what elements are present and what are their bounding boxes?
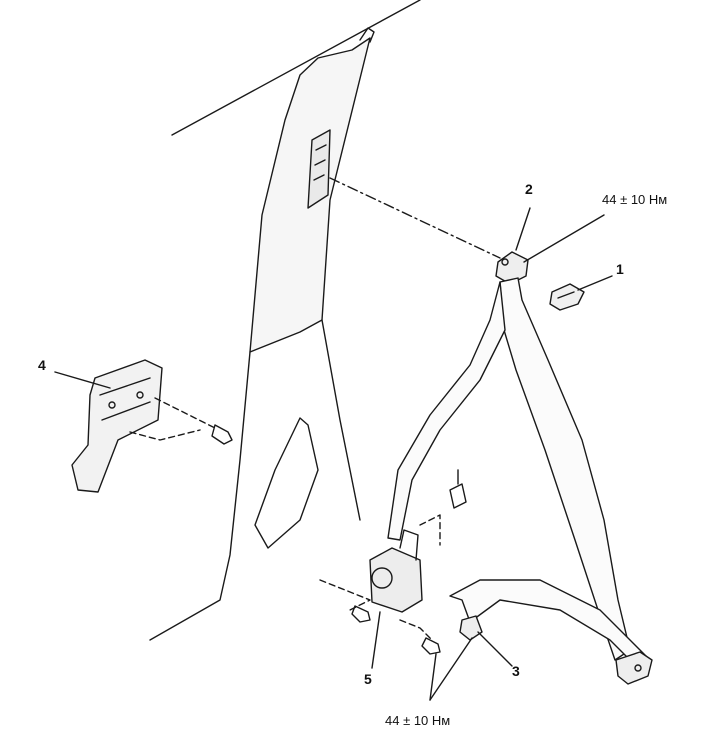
belt-end-plate: [615, 651, 653, 685]
leader-4: [54, 371, 111, 389]
lower-pillar: [149, 351, 251, 641]
lower-anchor: [459, 615, 483, 641]
retractor-bolt-lower: [421, 637, 441, 655]
leader-2: [515, 207, 531, 251]
leader-torque-upper: [523, 214, 605, 263]
leader-torque-lower-b: [429, 653, 437, 701]
callout-4: 4: [38, 357, 46, 373]
leader-5: [371, 611, 381, 669]
bracket-bolt: [211, 424, 233, 445]
roof-line: [171, 0, 421, 136]
leader-1: [577, 275, 613, 291]
pillar-cutout: [254, 417, 319, 549]
callout-2: 2: [525, 181, 533, 197]
shoulder-belt: [387, 281, 506, 541]
retractor-bolt-upper: [351, 605, 371, 623]
torque-lower-anchor: 44 ± 10 Нм: [385, 713, 451, 728]
height-adjuster-slot: [307, 129, 331, 209]
callout-5: 5: [364, 671, 372, 687]
upper-anchor: [495, 251, 529, 285]
retractor: [369, 547, 423, 613]
callout-1: 1: [616, 261, 624, 277]
torque-upper-anchor: 44 ± 10 Нм: [602, 192, 668, 207]
leader-torque-lower-a: [429, 637, 473, 701]
anchor-cover: [549, 283, 585, 311]
leader-3: [477, 631, 513, 667]
callout-3: 3: [512, 663, 520, 679]
anchor-alignment-line: [329, 177, 501, 259]
retractor-bracket: [71, 359, 163, 493]
